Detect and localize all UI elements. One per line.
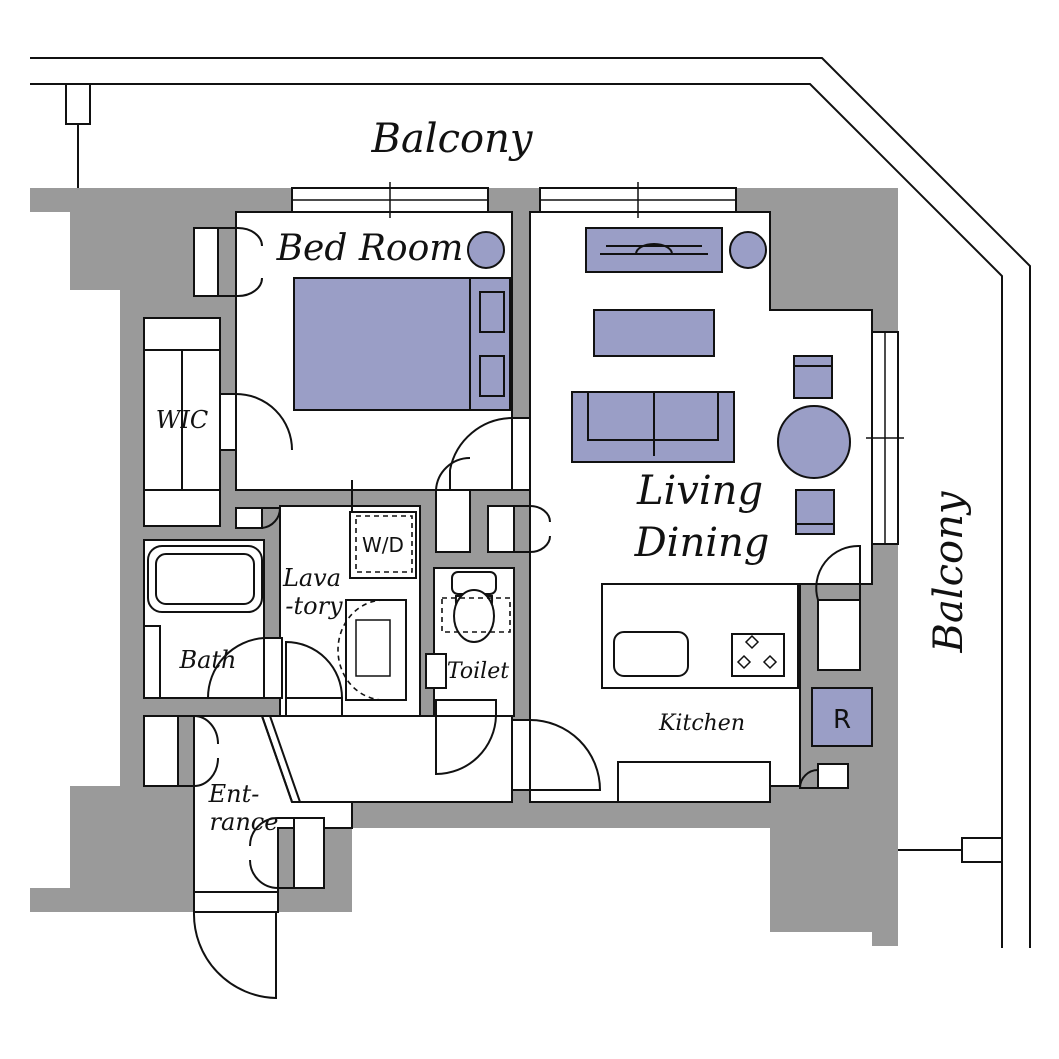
entrance-label-2: rance (210, 808, 279, 836)
lavatory-door[interactable] (235, 507, 263, 529)
kitchen-fixtures: R (601, 583, 873, 803)
bath-label: Bath (178, 646, 236, 674)
refrigerator-label: R (833, 705, 851, 735)
bathtub (147, 545, 263, 613)
living-label: Living (636, 468, 763, 514)
dining-label: Dining (634, 520, 770, 566)
bed (293, 277, 511, 411)
kitchen-label: Kitchen (658, 711, 745, 736)
shoe-closet[interactable] (143, 715, 179, 787)
stove-icon (731, 633, 785, 677)
balcony-right-label: Balcony (926, 490, 972, 653)
sink (613, 631, 689, 677)
living-door[interactable] (511, 719, 531, 791)
dining-chair (793, 355, 833, 399)
bedroom-door[interactable] (511, 417, 531, 491)
dining-table (777, 405, 851, 479)
washer-dryer (349, 511, 417, 579)
living-furniture (571, 227, 851, 535)
toilet-door[interactable] (435, 699, 497, 717)
side-door[interactable] (817, 599, 861, 671)
dining-chair (795, 489, 835, 535)
railing-post (65, 83, 91, 125)
pillow (479, 355, 505, 397)
sofa (571, 391, 735, 463)
tv-stand (585, 227, 723, 273)
plant-icon (729, 231, 767, 269)
railing-post (961, 837, 1003, 863)
closet-unit (817, 763, 849, 789)
pillow (479, 291, 505, 333)
washer-dryer-label: W/D (362, 533, 404, 557)
coffee-table (593, 309, 715, 357)
doors[interactable] (143, 227, 861, 1000)
toilet-label: Toilet (447, 659, 509, 684)
balcony-railing (30, 57, 1031, 948)
paper-holder (425, 653, 447, 689)
balcony-top-label: Balcony (371, 116, 534, 162)
entrance-label-1: Ent- (208, 780, 260, 808)
front-door[interactable] (193, 891, 279, 913)
wic-shelves (143, 317, 221, 527)
wic-label: WIC (156, 406, 209, 434)
labels: Balcony Balcony Bed Room WIC Living Dini… (156, 116, 972, 836)
kitchen-cabinet (617, 761, 771, 803)
hall-door[interactable] (487, 505, 515, 553)
closet-door[interactable] (193, 227, 219, 297)
windows (291, 182, 904, 545)
lavatory-label-2: -tory (285, 592, 343, 620)
lavatory-label-1: Lava (282, 564, 341, 592)
plant-icon (467, 231, 505, 269)
refrigerator (811, 687, 873, 747)
wic-door[interactable] (219, 393, 237, 451)
shoe-closet[interactable] (293, 817, 325, 889)
bedroom-furniture (293, 231, 511, 411)
lavatory-main-door[interactable] (285, 697, 343, 717)
wet-area-fixtures: W/D (143, 480, 511, 701)
bath-door[interactable] (263, 637, 283, 699)
vanity (345, 599, 407, 701)
toilet-bowl (441, 571, 511, 643)
hall-door[interactable] (435, 489, 471, 553)
bed-room-label: Bed Room (276, 228, 464, 269)
